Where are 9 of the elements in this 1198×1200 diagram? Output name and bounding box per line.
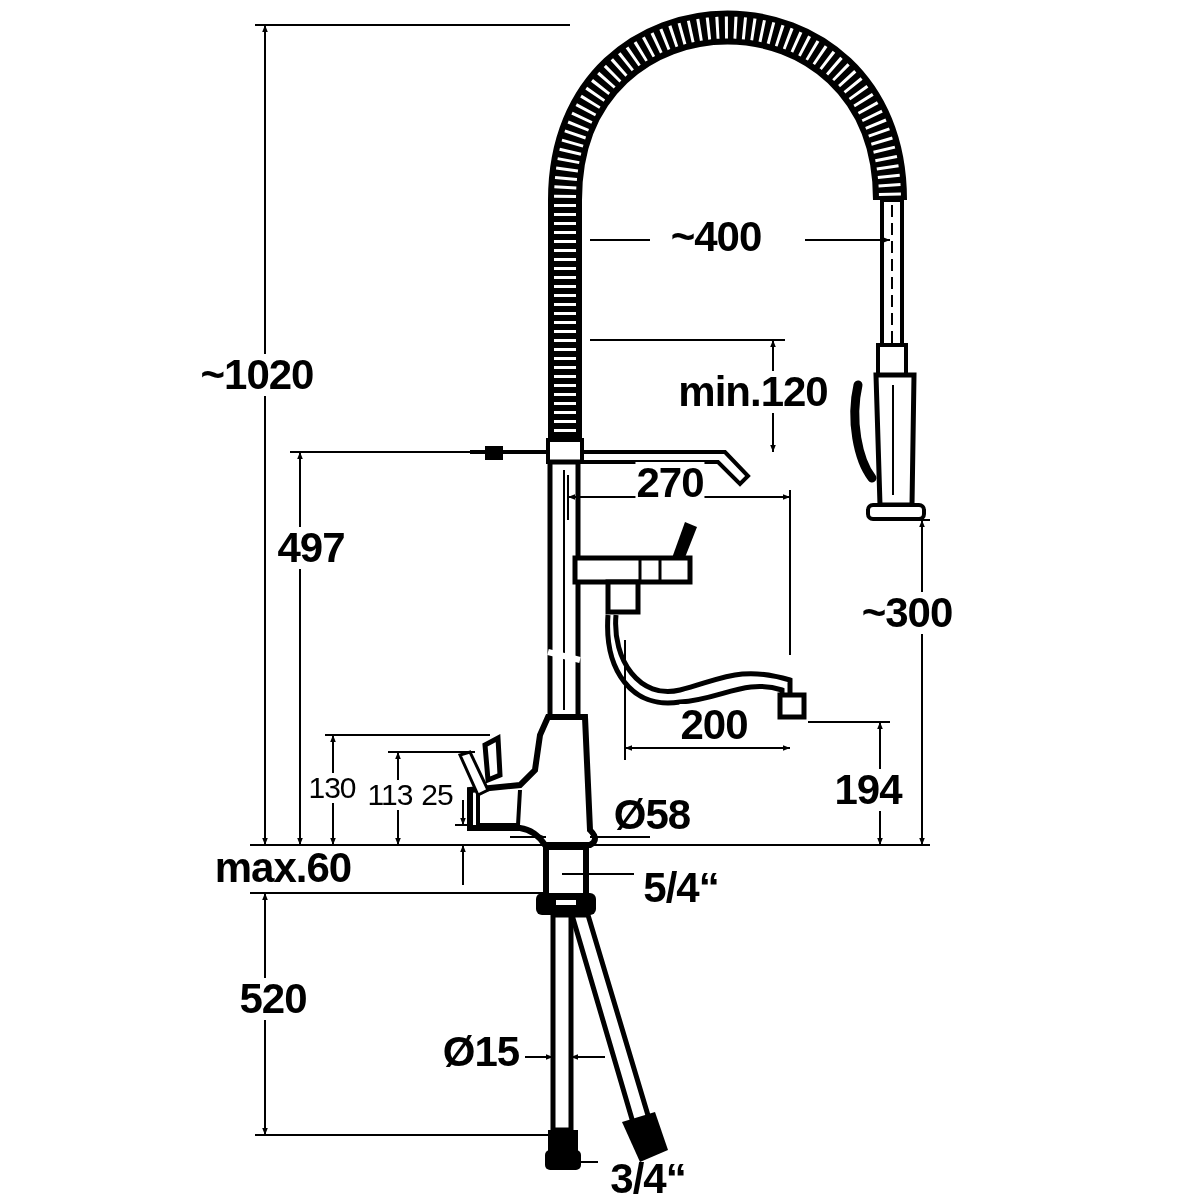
dimension-label: ~300	[860, 592, 954, 634]
leader-line	[561, 873, 635, 875]
dimension-label: ~1020	[199, 354, 315, 396]
dimension-label: 113	[366, 780, 414, 810]
thread-size-label: 3/4“	[598, 1158, 698, 1200]
thread-size-label: 5/4“	[634, 866, 728, 910]
dimension-label: 520	[238, 978, 308, 1020]
dimension-label: 497	[276, 527, 346, 569]
dimension-label: 130	[307, 773, 357, 803]
